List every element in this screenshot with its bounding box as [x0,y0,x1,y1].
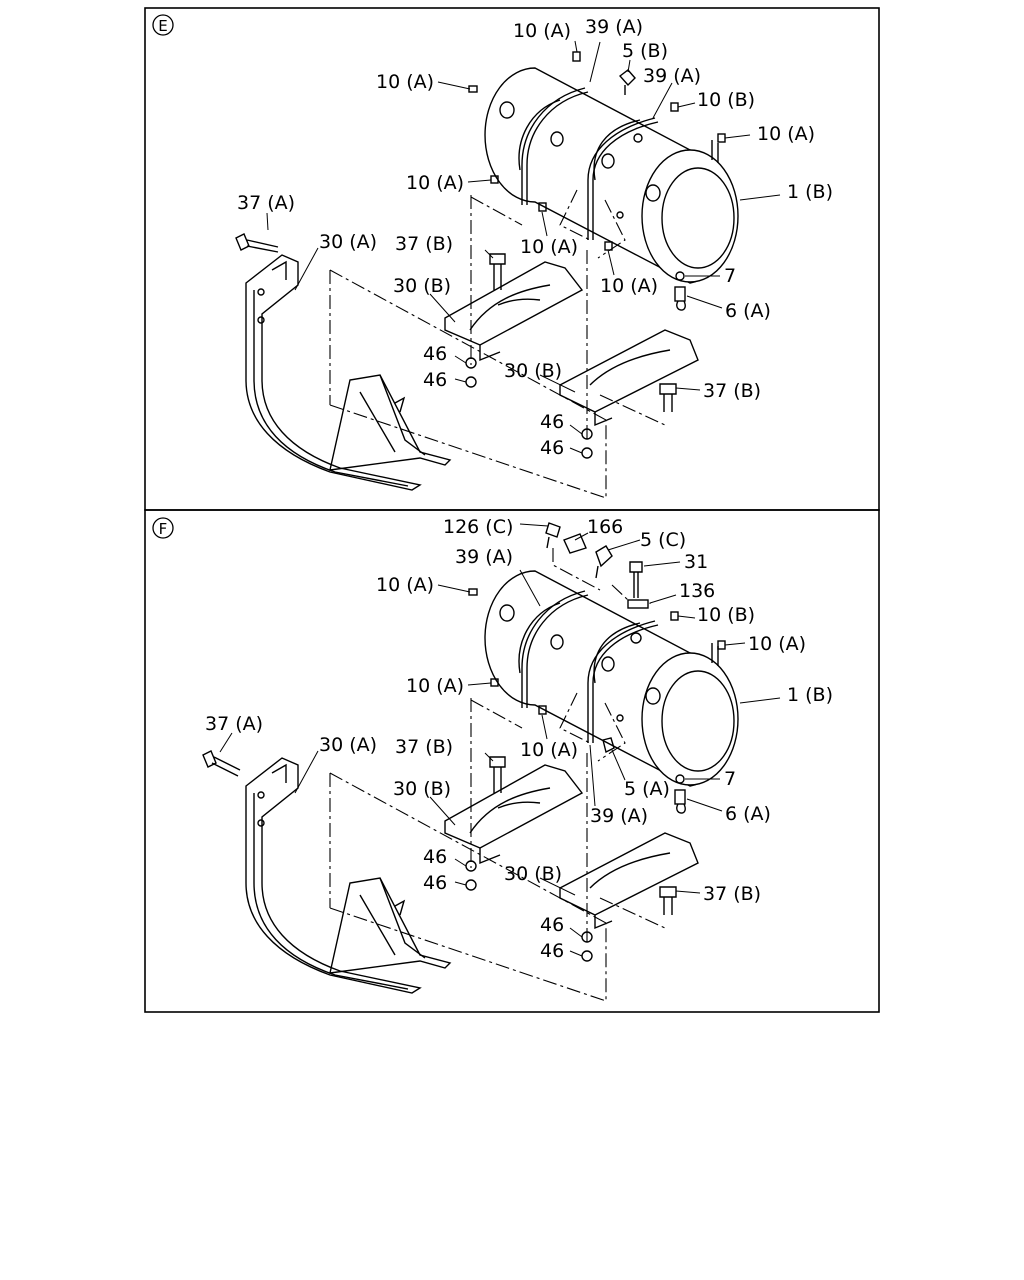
panel-id-badge: E [152,14,174,36]
part-label: 7 [724,265,736,287]
mounting-bracket [245,757,452,994]
part-label: 10 (A) [520,739,578,761]
part-label: 39 (A) [590,805,648,827]
part-label: 39 (A) [643,65,701,87]
part-label: 5 (C) [640,529,686,551]
part-label: 6 (A) [725,803,771,825]
part-label: 37 (A) [205,713,263,735]
part-label: 126 (C) [443,516,513,538]
svg-text:E: E [158,17,167,35]
part-label: 10 (B) [697,89,755,111]
part-label: 37 (A) [237,192,295,214]
part-label: 31 [684,551,708,573]
part-label: 10 (A) [600,275,658,297]
part-label: 10 (A) [513,20,571,42]
part-label: 37 (B) [395,736,453,758]
tank-strap [587,117,656,240]
bolt [235,233,677,459]
part-labels: 126 (C) 166 5 (C) 39 (A) 31 10 (A) 136 1… [205,516,833,962]
tank-strap [526,594,589,708]
panel-frame [144,509,880,1013]
tank-cradle [444,764,699,930]
tank-strap [526,91,589,205]
part-label: 39 (A) [585,16,643,38]
part-label: 30 (B) [393,275,451,297]
part-label: 46 [540,411,564,433]
tank-cradle [444,261,699,427]
part-label: 10 (A) [376,71,434,93]
tank-strap [592,624,659,743]
leader-lines [266,40,781,454]
tank-strap [587,620,656,743]
part-label: 30 (A) [319,734,377,756]
part-label: 6 (A) [725,300,771,322]
part-label: 37 (B) [703,883,761,905]
part-label: 7 [724,768,736,790]
part-label: 10 (A) [520,236,578,258]
part-label: 46 [540,940,564,962]
part-label: 30 (A) [319,231,377,253]
part-label: 46 [423,846,447,868]
part-label: 136 [679,580,715,602]
mounting-bracket [245,254,452,491]
part-label: 10 (A) [757,123,815,145]
tank-strap [521,87,586,205]
part-label: 46 [423,369,447,391]
part-label: 1 (B) [787,684,833,706]
part-label: 46 [423,872,447,894]
panel-e: E [144,7,880,511]
part-label: 5 (A) [624,778,670,800]
bolt [202,750,677,962]
panel-id-badge: F [152,517,174,539]
part-label: 46 [423,343,447,365]
part-label: 37 (B) [395,233,453,255]
tank-strap [592,121,659,240]
part-label: 37 (B) [703,380,761,402]
part-label: 10 (A) [406,172,464,194]
part-label: 30 (B) [504,360,562,382]
part-label: 46 [540,914,564,936]
part-label: 10 (A) [748,633,806,655]
part-label: 39 (A) [455,546,513,568]
part-labels: 10 (A) 39 (A) 5 (B) 10 (A) 39 (A) 10 (B)… [237,16,833,459]
part-label: 46 [540,437,564,459]
panel-f: F [144,509,880,1013]
part-label: 5 (B) [622,40,668,62]
air-tank [484,67,739,284]
part-label: 10 (B) [697,604,755,626]
part-label: 10 (A) [406,675,464,697]
part-label: 30 (B) [504,863,562,885]
part-label: 10 (A) [376,574,434,596]
tank-strap [521,590,586,708]
part-label: 1 (B) [787,181,833,203]
svg-text:F: F [159,520,168,538]
part-label: 30 (B) [393,778,451,800]
air-tank [484,570,739,787]
leader-lines [219,523,781,957]
part-label: 166 [587,516,623,538]
